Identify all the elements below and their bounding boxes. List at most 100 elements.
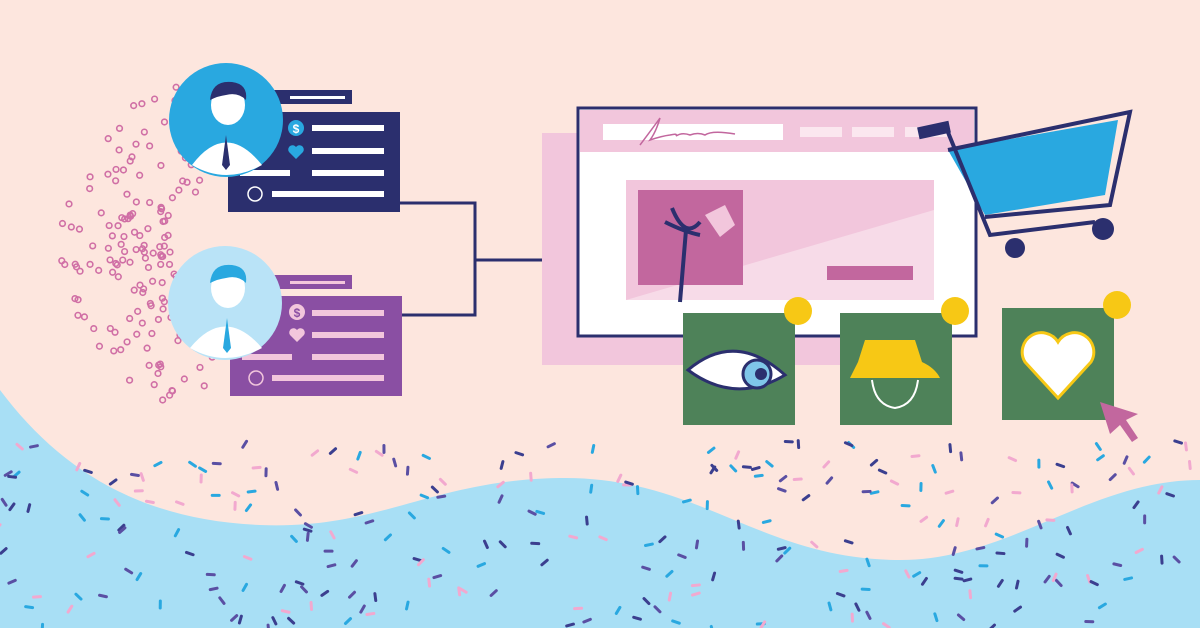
confetti-piece bbox=[78, 513, 86, 522]
dot bbox=[114, 222, 122, 230]
confetti-piece bbox=[241, 439, 249, 449]
confetti-piece bbox=[994, 532, 1005, 539]
confetti-piece bbox=[759, 620, 767, 628]
confetti-piece bbox=[497, 494, 504, 504]
dot bbox=[166, 248, 174, 256]
confetti-piece bbox=[66, 604, 74, 614]
confetti-piece bbox=[218, 596, 226, 605]
confetti-piece bbox=[944, 489, 955, 495]
confetti-piece bbox=[407, 511, 416, 520]
dot bbox=[67, 223, 75, 231]
confetti-piece bbox=[710, 463, 719, 472]
confetti-piece bbox=[614, 605, 622, 615]
product-tile-eye[interactable] bbox=[683, 297, 812, 425]
confetti-piece bbox=[671, 619, 681, 625]
confetti-piece bbox=[865, 557, 871, 568]
confetti-piece bbox=[956, 613, 966, 622]
dot bbox=[132, 140, 140, 148]
confetti-piece bbox=[353, 511, 364, 517]
dot bbox=[156, 360, 164, 368]
dot bbox=[76, 267, 84, 275]
confetti-piece bbox=[356, 450, 362, 461]
confetti-piece bbox=[1173, 439, 1183, 445]
confetti-piece bbox=[326, 563, 337, 569]
confetti-piece bbox=[590, 444, 596, 454]
dot bbox=[159, 396, 167, 404]
dot bbox=[105, 221, 113, 230]
dot bbox=[174, 337, 182, 345]
dollar-icon bbox=[288, 120, 304, 136]
dot bbox=[150, 95, 159, 103]
confetti-piece bbox=[305, 531, 310, 542]
product-tile-heart[interactable] bbox=[1002, 291, 1138, 442]
heart-icon bbox=[288, 145, 304, 159]
confetti-piece bbox=[741, 465, 752, 469]
shopping-cart-icon bbox=[917, 109, 1133, 258]
confetti-piece bbox=[374, 449, 384, 457]
dot bbox=[112, 165, 120, 174]
dot bbox=[158, 278, 166, 287]
confetti-piece bbox=[139, 472, 145, 482]
confetti-piece bbox=[1007, 456, 1018, 463]
confetti-piece bbox=[405, 600, 410, 611]
confetti-piece bbox=[641, 565, 651, 571]
confetti-piece bbox=[765, 460, 774, 468]
confetti-piece bbox=[1051, 572, 1058, 583]
confetti-piece bbox=[8, 502, 16, 512]
dot bbox=[106, 256, 114, 264]
confetti-piece bbox=[825, 476, 834, 485]
confetti-piece bbox=[198, 466, 208, 473]
dot bbox=[195, 176, 204, 184]
confetti-piece bbox=[421, 453, 431, 460]
dot bbox=[168, 194, 177, 202]
dot bbox=[104, 244, 112, 252]
dot bbox=[145, 361, 153, 369]
dot bbox=[115, 146, 123, 154]
confetti-piece bbox=[242, 555, 253, 561]
confetti-piece bbox=[441, 546, 451, 554]
confetti-piece bbox=[108, 478, 118, 486]
confetti-piece bbox=[364, 519, 375, 525]
confetti-piece bbox=[1172, 555, 1181, 564]
dot bbox=[157, 203, 165, 211]
confetti-piece bbox=[959, 451, 964, 462]
confetti-piece bbox=[1094, 442, 1102, 451]
confetti-piece bbox=[476, 562, 487, 568]
confetti-piece bbox=[432, 574, 443, 580]
dot bbox=[180, 375, 188, 383]
profile-card-1: $ bbox=[169, 63, 400, 212]
dot bbox=[133, 330, 141, 338]
confetti-piece bbox=[15, 442, 24, 451]
confetti-piece bbox=[1054, 578, 1063, 587]
confetti-piece bbox=[279, 583, 286, 593]
confetti-piece bbox=[0, 547, 8, 555]
confetti-piece bbox=[1142, 455, 1151, 464]
confetti-piece bbox=[24, 605, 35, 610]
product-tile-hat[interactable] bbox=[840, 297, 969, 425]
dot bbox=[138, 319, 146, 327]
dot bbox=[126, 314, 134, 323]
bucket-hat-icon bbox=[850, 340, 940, 378]
confetti-piece bbox=[568, 534, 579, 540]
confetti-piece bbox=[1014, 579, 1020, 590]
dot bbox=[154, 315, 163, 324]
confetti-piece bbox=[677, 553, 687, 559]
confetti-piece bbox=[1055, 462, 1066, 469]
confetti-piece bbox=[565, 622, 575, 628]
confetti-piece bbox=[854, 602, 861, 612]
confetti-piece bbox=[711, 571, 717, 582]
globe-icon bbox=[247, 186, 263, 202]
confetti-piece bbox=[529, 471, 533, 482]
confetti-piece bbox=[753, 473, 764, 478]
confetti-piece bbox=[642, 597, 651, 606]
confetti-piece bbox=[653, 605, 662, 614]
confetti-piece bbox=[320, 589, 330, 597]
dot bbox=[74, 296, 82, 304]
confetti-piece bbox=[869, 490, 880, 495]
confetti-piece bbox=[241, 582, 248, 592]
confetti-piece bbox=[644, 542, 654, 548]
dot bbox=[144, 225, 152, 233]
confetti-piece bbox=[761, 519, 772, 524]
wave-background bbox=[0, 390, 1200, 628]
confetti-piece bbox=[373, 592, 378, 603]
